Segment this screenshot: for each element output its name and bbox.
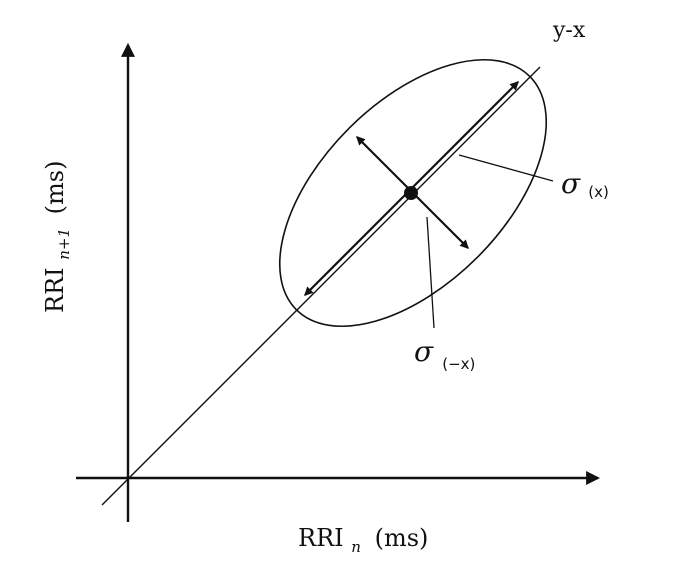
x-axis-label-subscript: n <box>351 538 361 556</box>
center-point <box>404 186 418 200</box>
sigma-minor-label: σ (−x) <box>414 335 475 373</box>
y-axis-label: RRI n+1 (ms) <box>41 161 75 314</box>
sigma-minor-symbol: σ <box>414 335 434 368</box>
sigma-major-label: σ (x) <box>561 167 609 201</box>
identity-line-label: y-x <box>552 18 586 43</box>
sigma-minor-subscript: (−x) <box>442 355 475 373</box>
identity-line <box>101 66 541 506</box>
x-axis-label-main: RRI <box>298 524 344 552</box>
sigma-major-subscript: (x) <box>588 183 609 201</box>
x-axis-label-unit: (ms) <box>375 524 429 552</box>
y-axis-label-subscript: n+1 <box>55 228 73 260</box>
sigma-minor-leader <box>426 216 435 329</box>
y-axis-label-unit: (ms) <box>41 161 69 215</box>
x-axis-label: RRI n (ms) <box>298 524 428 558</box>
sigma-major-leader <box>458 154 554 182</box>
y-axis-label-main: RRI <box>41 267 69 313</box>
sigma-major-symbol: σ <box>561 167 581 200</box>
